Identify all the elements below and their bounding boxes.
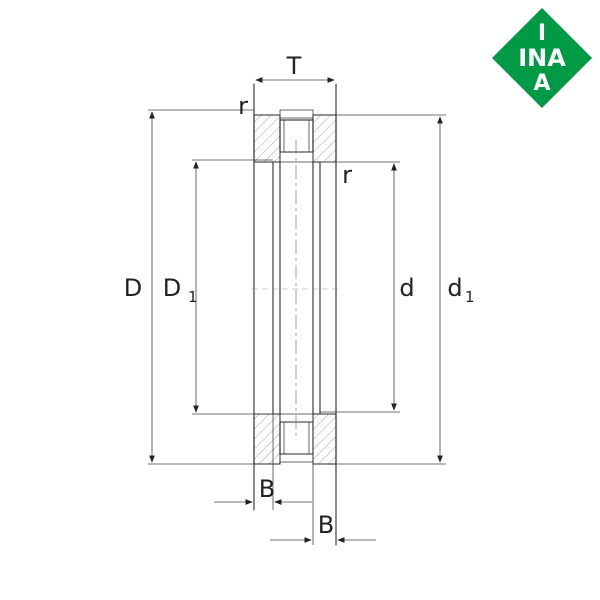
logo-letter-top: I	[538, 21, 546, 46]
ina-logo: I INA A	[492, 8, 592, 108]
label-B-upper: B	[259, 475, 275, 503]
labels: T r r D D 1 d d 1 B B	[124, 52, 475, 539]
logo-letters-mid: INA	[518, 44, 566, 72]
label-D1: D	[163, 274, 181, 302]
bottom-roller	[279, 421, 314, 455]
logo-diamond	[492, 8, 592, 108]
label-B-lower: B	[318, 511, 334, 539]
top-roller	[279, 119, 314, 153]
label-r-inner: r	[342, 161, 352, 189]
label-d: d	[399, 274, 414, 302]
top-washer-left	[253, 114, 281, 163]
label-r-top: r	[238, 92, 248, 120]
extension-lines	[148, 109, 446, 545]
top-cage	[279, 109, 314, 119]
bottom-washer-left	[253, 413, 281, 465]
label-D: D	[124, 274, 142, 302]
label-D1-sub: 1	[188, 288, 198, 306]
label-d1-sub: 1	[465, 288, 475, 306]
bottom-cage	[279, 413, 314, 423]
top-washer-right	[312, 114, 337, 163]
bottom-washer-right	[312, 413, 337, 465]
label-d1: d	[447, 274, 462, 302]
dimension-lines	[149, 77, 443, 543]
logo-letter-bottom: A	[533, 71, 550, 96]
label-T: T	[286, 52, 302, 80]
bearing-section	[252, 83, 340, 546]
